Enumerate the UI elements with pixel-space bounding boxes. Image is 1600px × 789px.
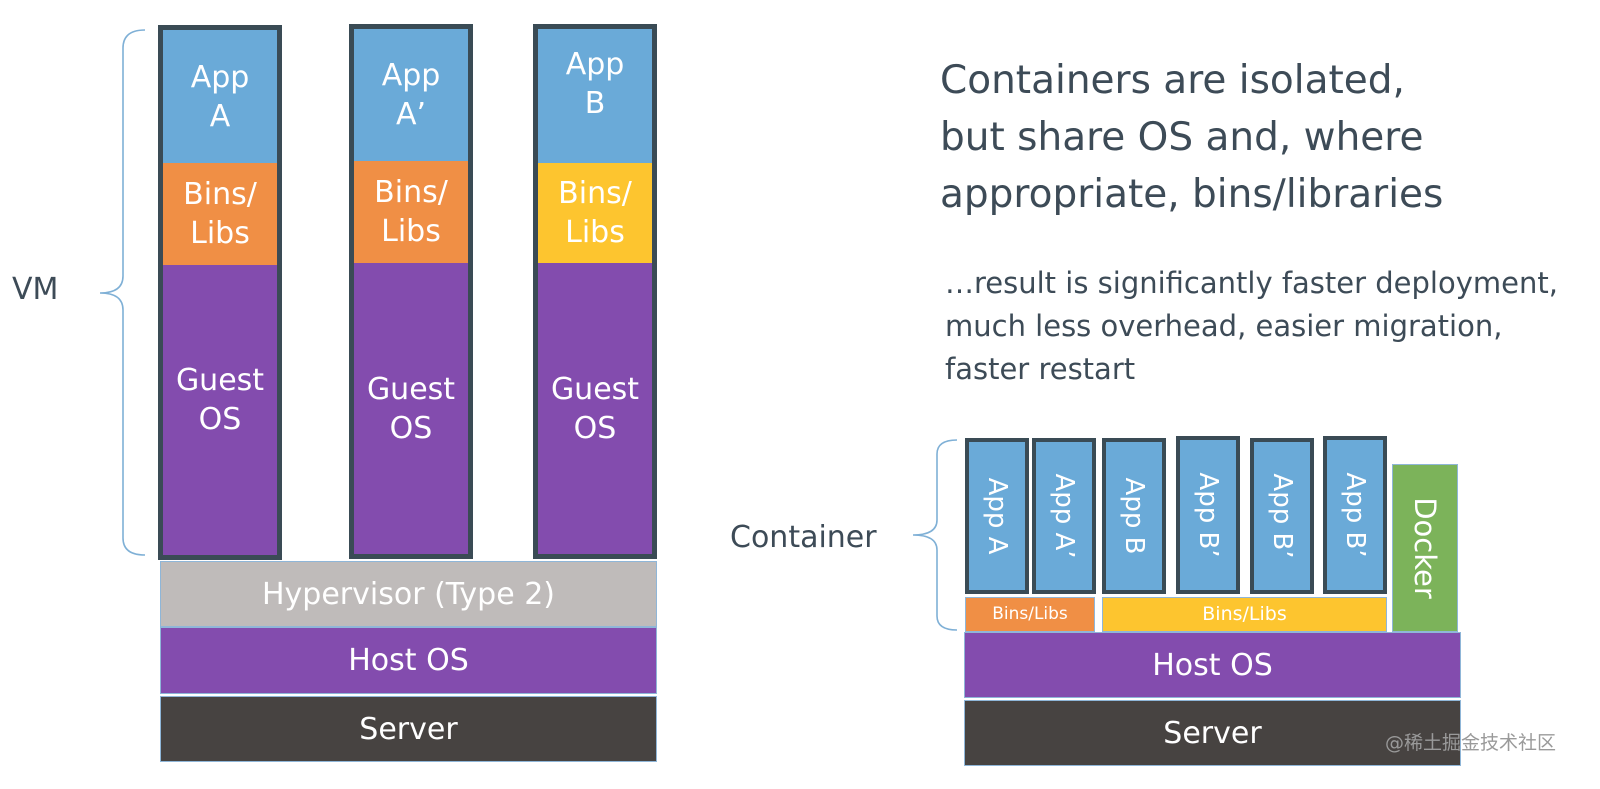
vm-host-os-label: Host OS <box>348 643 469 678</box>
vm-app-a-prime-label: App A’ <box>381 58 441 132</box>
vm-bins-b-label: Bins/ Libs <box>558 176 632 250</box>
container-app-b: App B <box>1102 438 1166 594</box>
container-bins-b: Bins/Libs <box>1102 597 1387 632</box>
vm-guest-os-a-prime: Guest OS <box>354 263 468 555</box>
vm-side-label: VM <box>12 272 59 307</box>
container-app-b-prime-1-label: App B’ <box>1193 472 1223 558</box>
vm-guest-os-a-prime-label: Guest OS <box>366 372 456 446</box>
vm-host-os-layer: Host OS <box>160 627 657 694</box>
vm-bins-a-label: Bins/ Libs <box>183 177 257 251</box>
container-app-a-prime: App A’ <box>1032 438 1096 594</box>
vm-server-label: Server <box>359 711 458 747</box>
container-server-label: Server <box>1163 715 1262 751</box>
hypervisor-label: Hypervisor (Type 2) <box>261 576 556 612</box>
vm-app-a-prime: App A’ <box>354 29 468 161</box>
vm-bins-b: Bins/ Libs <box>538 163 652 263</box>
vm-guest-os-b-label: Guest OS <box>550 372 640 446</box>
container-bins-a-label: Bins/Libs <box>992 604 1068 625</box>
container-host-os-layer: Host OS <box>964 632 1461 698</box>
vm-guest-os-a-label: Guest OS <box>175 363 265 437</box>
vm-app-b-label: App B <box>565 47 625 121</box>
container-bins-b-label: Bins/Libs <box>1202 603 1287 626</box>
hypervisor-layer: Hypervisor (Type 2) <box>160 561 657 627</box>
container-app-b-label: App B <box>1119 477 1149 555</box>
headline: Containers are isolated, but share OS an… <box>940 58 1444 217</box>
container-diagram: Container App A App A’ App B App B’ App … <box>700 420 1600 789</box>
vm-bins-a: Bins/ Libs <box>163 163 277 265</box>
vm-bins-a-prime: Bins/ Libs <box>354 161 468 263</box>
docker-label: Docker <box>1408 497 1442 599</box>
vm-frame-a-prime <box>349 24 473 559</box>
container-app-a-prime-label: App A’ <box>1049 473 1079 559</box>
vm-server-layer: Server <box>160 696 657 762</box>
container-side-label: Container <box>730 520 877 555</box>
watermark: @稀土掘金技术社区 <box>1385 732 1557 754</box>
container-app-b-prime-2: App B’ <box>1250 438 1314 594</box>
vm-guest-os-b: Guest OS <box>538 263 652 555</box>
vm-app-a: App A <box>163 30 277 163</box>
vm-guest-os-a: Guest OS <box>163 265 277 555</box>
subtext: …result is significantly faster deployme… <box>945 266 1558 386</box>
container-app-b-prime-3-label: App B’ <box>1340 472 1370 558</box>
vm-diagram: VM App A Bins/ Libs Guest OS App A’ Bins… <box>0 0 700 789</box>
vm-app-a-label: App A <box>190 59 250 134</box>
container-server-layer: Server <box>964 700 1461 766</box>
container-host-os-label: Host OS <box>1152 647 1273 683</box>
vm-brace <box>99 29 146 556</box>
container-app-a: App A <box>965 438 1029 594</box>
container-app-a-label: App A <box>982 477 1012 555</box>
vm-frame-b <box>533 24 657 559</box>
container-app-b-prime-1: App B’ <box>1176 436 1240 594</box>
vm-frame-a <box>158 25 282 560</box>
container-app-b-prime-2-label: App B’ <box>1267 473 1297 559</box>
container-brace <box>912 439 958 631</box>
vm-app-b: App B <box>538 29 652 163</box>
container-bins-a: Bins/Libs <box>965 597 1095 632</box>
docker-block: Docker <box>1392 464 1458 632</box>
container-app-b-prime-3: App B’ <box>1323 436 1387 594</box>
vm-bins-a-prime-label: Bins/ Libs <box>374 175 448 249</box>
